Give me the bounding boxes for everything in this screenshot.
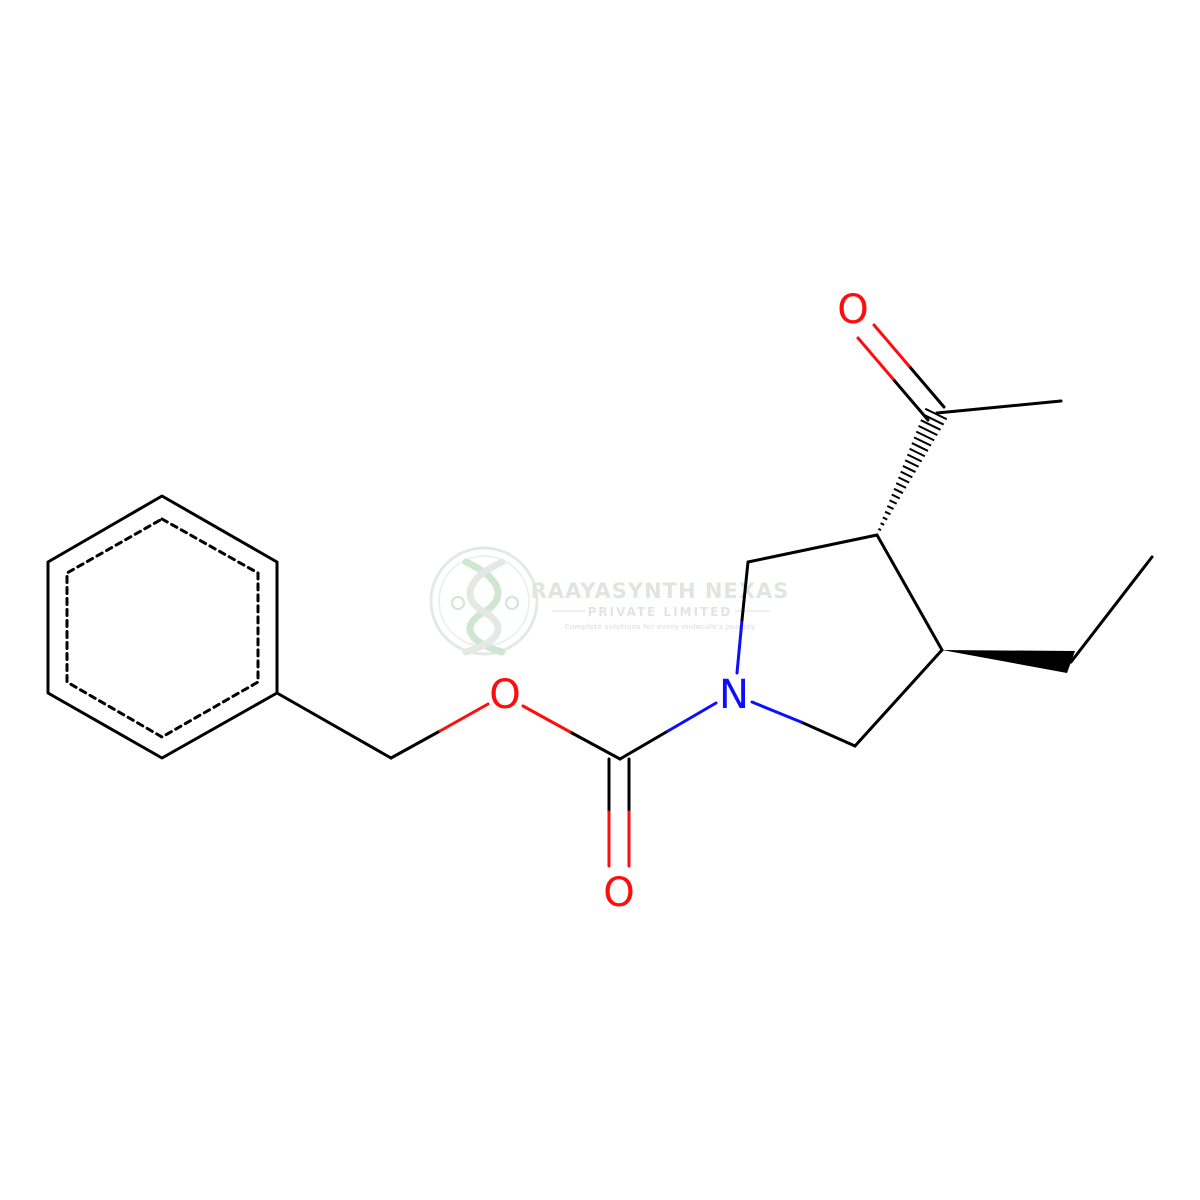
hash-stroke xyxy=(909,447,926,458)
bond-ch2-o-red xyxy=(438,702,490,733)
benzene-outer-bonds xyxy=(46,494,279,760)
hash-stroke xyxy=(893,487,904,495)
watermark-tagline: Complete solutions for every molecule's … xyxy=(565,623,756,631)
atom-o-ester: O xyxy=(489,672,520,718)
hash-stroke xyxy=(875,533,879,537)
hash-stroke xyxy=(884,510,891,516)
bond-carbamate-c-n xyxy=(618,729,670,761)
bond-o-carbonyl-c xyxy=(570,731,622,761)
bond-c3-c4 xyxy=(875,533,944,652)
hash-stroke xyxy=(897,476,910,484)
watermark-company: RAAYASYNTH NEXAS xyxy=(531,579,790,603)
hash-stroke xyxy=(918,424,938,437)
hash-stroke xyxy=(895,482,907,489)
hash-stroke xyxy=(911,442,929,452)
hash-stroke xyxy=(880,522,885,526)
hash-stroke xyxy=(906,453,923,463)
bond-n-c2-blue xyxy=(735,618,744,675)
benzene-ring xyxy=(46,494,279,760)
bond-acetyl-c-ch3 xyxy=(935,399,1063,415)
hash-stroke xyxy=(886,505,894,510)
hash-stroke xyxy=(913,436,932,447)
atom-n-ring: N xyxy=(719,672,749,718)
bond-n-c2 xyxy=(740,560,750,622)
hash-stroke xyxy=(915,430,935,442)
bond-ethyl-ch2-ch3 xyxy=(1069,555,1154,664)
dna-helix-logo-icon xyxy=(429,546,539,656)
watermark: RAAYASYNTH NEXAS PRIVATE LIMITED Complet… xyxy=(429,546,790,656)
hash-stroke xyxy=(902,465,916,473)
bond-c4-c5 xyxy=(853,648,944,748)
bond-ch2-o xyxy=(389,729,442,760)
bond-c2-c3 xyxy=(746,533,879,564)
bond-ketone-double-a-red xyxy=(856,336,895,381)
hash-stroke xyxy=(900,470,913,479)
hash-stroke xyxy=(877,527,882,532)
bond-c5-n xyxy=(799,720,857,748)
hash-stroke xyxy=(882,516,888,521)
pyrrolidine-ring xyxy=(735,533,944,748)
bond-carbamate-c-n-blue xyxy=(666,701,718,733)
benzyl-ester-bonds xyxy=(275,691,718,868)
bold-wedge-bond xyxy=(942,650,1075,673)
hash-stroke xyxy=(891,493,901,500)
hashed-wedge-bond xyxy=(875,407,948,537)
atom-labels: O O N O xyxy=(489,287,868,916)
benzene-aromatic-inner-bonds xyxy=(65,517,260,739)
bond-ring-ch2 xyxy=(275,691,393,760)
hash-stroke xyxy=(889,499,898,505)
watermark-subtitle: PRIVATE LIMITED xyxy=(588,605,733,619)
hash-stroke xyxy=(920,419,941,431)
hash-stroke xyxy=(904,459,920,468)
atom-o-ketone: O xyxy=(837,287,868,333)
bond-o-carbonyl-c-red xyxy=(521,704,574,735)
bond-ketone-double-b-red xyxy=(872,323,911,368)
bond-ketone-double-a xyxy=(891,377,930,422)
bond-c5-n-blue xyxy=(750,700,803,724)
substituent-bonds xyxy=(856,323,1154,664)
bond-ketone-double-b xyxy=(907,364,946,409)
atom-o-carbonyl: O xyxy=(603,870,634,916)
